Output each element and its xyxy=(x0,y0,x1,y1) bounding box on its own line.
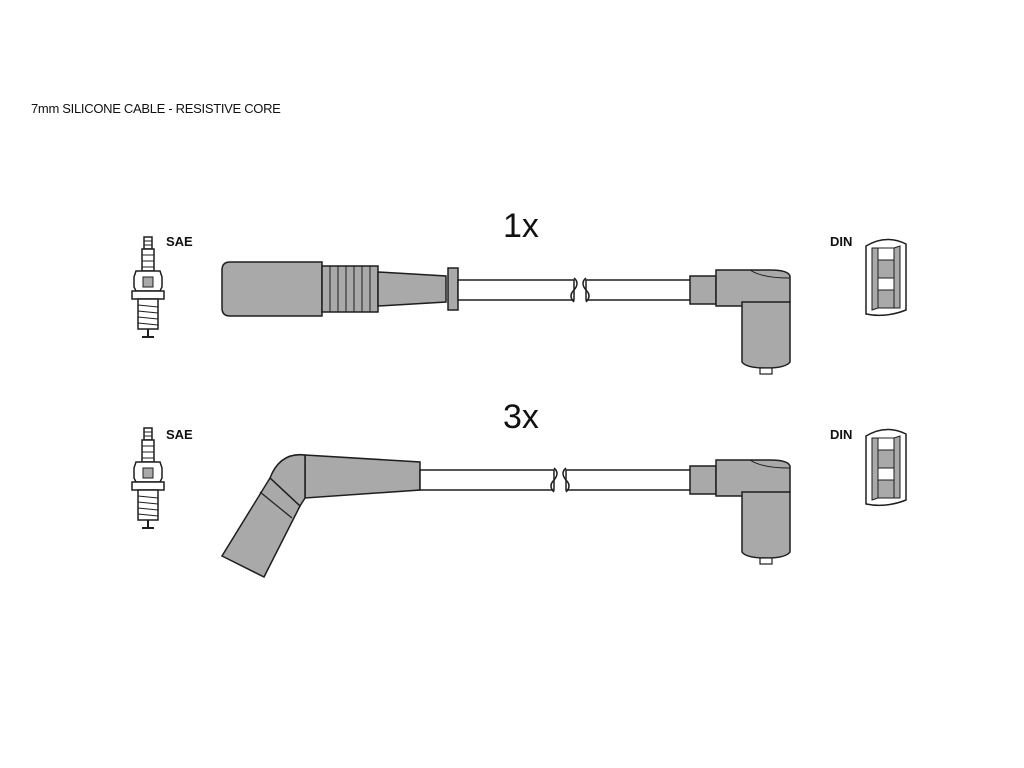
lead-2-left-label: SAE xyxy=(166,427,193,442)
cable-2 xyxy=(419,467,693,493)
lead-1-quantity: 1x xyxy=(503,207,539,245)
cable-1 xyxy=(457,277,693,303)
distributor-boot xyxy=(689,459,791,565)
diagram-caption: 7mm SILICONE CABLE - RESISTIVE CORE xyxy=(31,101,281,116)
spark-plug-icon xyxy=(131,427,165,529)
angled-boot-upper xyxy=(304,454,421,499)
angled-boot-lower xyxy=(220,476,301,579)
din-terminal-icon xyxy=(865,238,907,317)
spark-plug-icon xyxy=(131,236,165,338)
lead-1-right-label: DIN xyxy=(830,234,853,249)
lead-2-right-label: DIN xyxy=(830,427,853,442)
boot-ribs xyxy=(321,265,379,313)
boot-collar xyxy=(447,267,459,311)
boot-taper xyxy=(377,271,447,307)
lead-1 xyxy=(131,236,907,375)
lead-1-left-label: SAE xyxy=(166,234,193,249)
lead-2-quantity: 3x xyxy=(503,398,539,436)
din-terminal-icon xyxy=(865,428,907,507)
lead-2 xyxy=(131,427,907,579)
straight-boot xyxy=(221,261,323,317)
distributor-boot xyxy=(689,269,791,375)
